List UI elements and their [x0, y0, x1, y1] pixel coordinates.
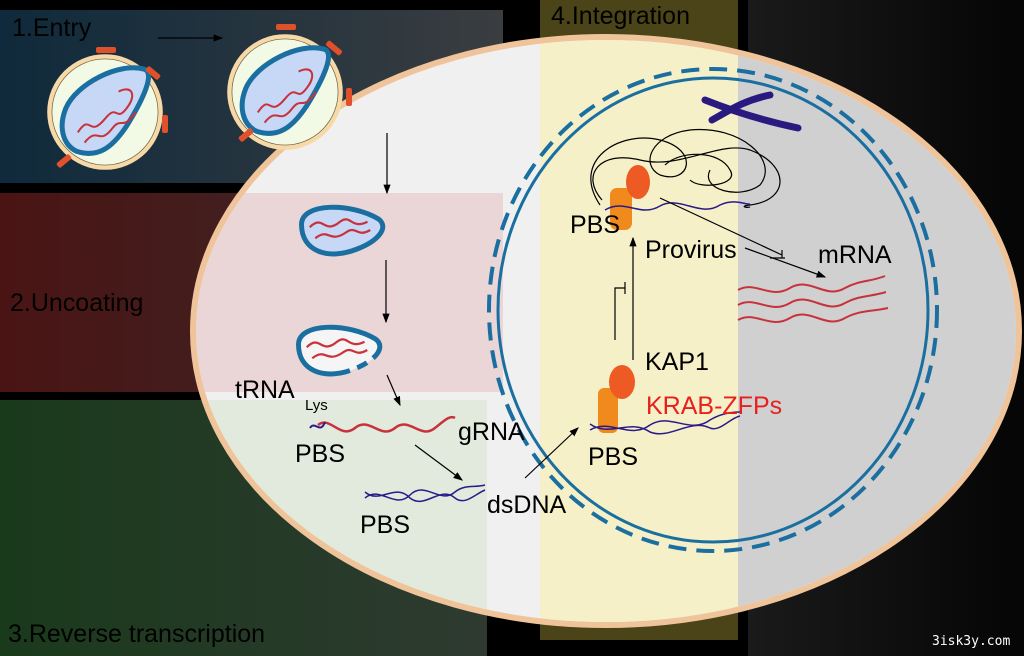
capsid-2-uncoating — [296, 324, 383, 377]
arrow-to-dsdna — [414, 444, 463, 481]
krab-zfps-label: KRAB-ZFPs — [646, 392, 782, 420]
arrow-to-mrna — [744, 247, 827, 278]
capsid-1 — [299, 204, 386, 257]
krab-pbs-label: PBS — [588, 443, 638, 471]
stage-integration-title: 4.Integration — [551, 2, 690, 30]
provirus-label: Provirus — [645, 236, 737, 264]
mrna-strands — [737, 275, 889, 323]
stage-reverse-transcription-title: 3.Reverse transcription — [8, 620, 265, 648]
trna-subscript: Lys — [305, 397, 328, 414]
arrow-to-grna — [386, 374, 401, 407]
provirus-dna — [604, 201, 751, 211]
nucleus-outer-membrane — [487, 67, 939, 553]
chromosome — [701, 91, 802, 132]
provirus-kap1-protein — [626, 165, 650, 199]
watermark: 3isk3y.com — [932, 634, 1010, 649]
krab-zfp-protein — [598, 388, 618, 433]
trna-strand — [309, 421, 326, 429]
grna-strand — [317, 415, 456, 433]
trna-label: tRNA — [235, 376, 295, 404]
dsdna-label: dsDNA — [487, 491, 567, 519]
provirus-pbs-label: PBS — [570, 211, 620, 239]
grna-pbs-label: PBS — [295, 440, 345, 468]
repression-bar — [614, 282, 626, 340]
provirus-krab-protein — [610, 188, 632, 230]
kap1-protein — [609, 365, 635, 399]
integrated-dna-b — [589, 415, 741, 435]
kap1-label: KAP1 — [645, 348, 709, 376]
dsdna-strand-b — [364, 489, 486, 503]
chromatin — [590, 128, 781, 208]
nucleus-inner-membrane — [496, 76, 930, 544]
virion-1 — [47, 54, 163, 170]
arrow-to-nucleus — [524, 427, 579, 479]
envelope-proteins — [56, 24, 352, 168]
repression-line — [659, 197, 783, 256]
grna-label: gRNA — [458, 418, 525, 446]
dsdna-pbs-label: PBS — [360, 511, 410, 539]
dsdna-strand-a — [364, 484, 486, 501]
mrna-label: mRNA — [818, 241, 892, 269]
stage-entry-title: 1.Entry — [12, 14, 92, 42]
stage-uncoating-title: 2.Uncoating — [10, 289, 143, 317]
